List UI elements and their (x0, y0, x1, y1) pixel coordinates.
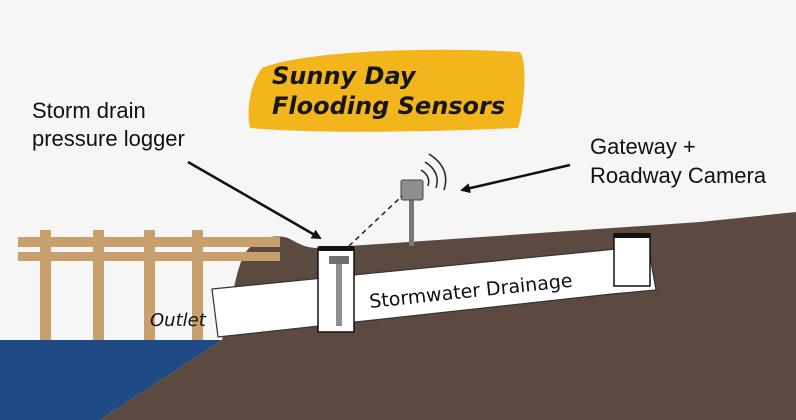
gateway-device (400, 179, 424, 201)
dock-post (40, 230, 51, 340)
water (0, 340, 222, 420)
pressure-logger (336, 262, 342, 326)
storm-drain-arrow (187, 160, 322, 240)
storm-drain-label-line-2: pressure logger (32, 126, 185, 151)
title-line-1: Sunny Day (272, 62, 417, 90)
gateway-arrow (460, 163, 571, 194)
gateway-label-line-1: Gateway + (590, 134, 696, 159)
gateway-pole (409, 198, 414, 246)
gateway (400, 153, 447, 246)
dock-post (192, 230, 203, 340)
title-highlight (248, 49, 525, 132)
outlet-label: Outlet (150, 310, 207, 331)
dock-post (144, 230, 155, 340)
gateway-label-line-2: Roadway Camera (590, 163, 767, 188)
wifi-icon (420, 169, 430, 187)
dock (18, 230, 280, 340)
wireless-link (348, 195, 403, 247)
pressure-logger-cap (329, 256, 349, 264)
drain-box (613, 233, 651, 287)
storm-drain-inlet (317, 246, 355, 333)
title-line-2: Flooding Sensors (272, 92, 505, 120)
dock-post (93, 230, 104, 340)
storm-drain-label-line-1: Storm drain (32, 98, 146, 123)
